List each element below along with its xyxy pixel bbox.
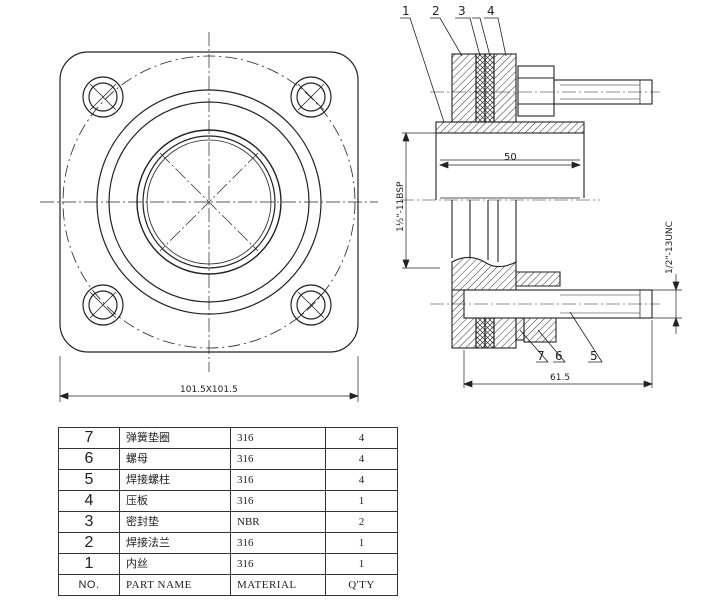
nut-lower: [523, 315, 557, 343]
bom-part-name: 焊接法兰: [119, 532, 231, 554]
callout-7: 7: [537, 349, 545, 363]
side-view: [400, 53, 660, 349]
callout-2: 2: [432, 4, 440, 18]
bom-part-name: 焊接螺柱: [119, 469, 231, 491]
bom-part-name: 弹簧垫圈: [119, 427, 231, 449]
callout-6: 6: [555, 349, 563, 363]
bom-header-qty: Q'TY: [325, 574, 398, 596]
bom-header-material: MATERIAL: [230, 574, 326, 596]
bom-material: 316: [230, 427, 326, 449]
bore-length-label: 50: [504, 152, 517, 163]
bom-qty: 1: [325, 532, 398, 554]
width-dimension: [59, 356, 359, 402]
flange-section-lower: [451, 256, 517, 291]
bom-no: 2: [58, 532, 120, 554]
bom-part-name: 内丝: [119, 553, 231, 575]
gland-plate-upper: [493, 53, 517, 123]
bolt-hole-tl: [82, 76, 124, 118]
bom-qty: 1: [325, 553, 398, 575]
bolt-hole-br: [290, 284, 332, 326]
bom-no: 7: [58, 427, 120, 449]
bom-material: 316: [230, 490, 326, 512]
bom-no: 4: [58, 490, 120, 512]
bom-header-no: NO.: [58, 574, 120, 596]
bom-no: 3: [58, 511, 120, 533]
technical-drawing: 101.5X101.5: [40, 4, 682, 402]
bom-material: 316: [230, 448, 326, 470]
bom-part-name: 压板: [119, 490, 231, 512]
bom-material: 316: [230, 469, 326, 491]
bore-length-dimension: [439, 161, 581, 169]
bom-qty: 4: [325, 427, 398, 449]
center-lines: [40, 32, 378, 372]
bom-no: 5: [58, 469, 120, 491]
inner-pipe: [435, 121, 585, 134]
callout-4: 4: [487, 4, 495, 18]
front-view: [40, 32, 378, 402]
unc-thread-label: 1/2"-13UNC: [665, 221, 675, 274]
gasket-upper-2: [484, 53, 495, 123]
bore-inner: [142, 135, 276, 269]
washer-lower: [515, 317, 525, 341]
callout-5: 5: [590, 349, 598, 363]
callout-3: 3: [458, 4, 466, 18]
bom-no: 1: [58, 553, 120, 575]
side-center-lines: [400, 91, 660, 305]
bom-qty: 2: [325, 511, 398, 533]
depth-dimension: [463, 320, 653, 388]
callout-1: 1: [402, 4, 410, 18]
depth-dimension-label: 61.5: [550, 373, 570, 383]
bom-qty: 1: [325, 490, 398, 512]
flange-section-upper: [451, 53, 477, 123]
bom-qty: 4: [325, 469, 398, 491]
bom-no: 6: [58, 448, 120, 470]
callout-leaders: [400, 17, 603, 363]
bolt-hole-tr: [290, 76, 332, 118]
bom-material: 316: [230, 532, 326, 554]
bom-material: NBR: [230, 511, 326, 533]
bolt-hole-bl: [82, 284, 124, 326]
bom-part-name: 螺母: [119, 448, 231, 470]
bsp-thread-label: 1½"-11BSP: [396, 181, 406, 232]
bom-material: 316: [230, 553, 326, 575]
gasket-upper-1: [475, 53, 486, 123]
unc-dimension: [640, 274, 682, 334]
nut-upper: [517, 65, 555, 117]
bsp-dimension: [402, 132, 440, 269]
width-dimension-label: 101.5X101.5: [180, 385, 238, 395]
bom-header-name: PART NAME: [119, 574, 231, 596]
bom-part-name: 密封垫: [119, 511, 231, 533]
bom-qty: 4: [325, 448, 398, 470]
